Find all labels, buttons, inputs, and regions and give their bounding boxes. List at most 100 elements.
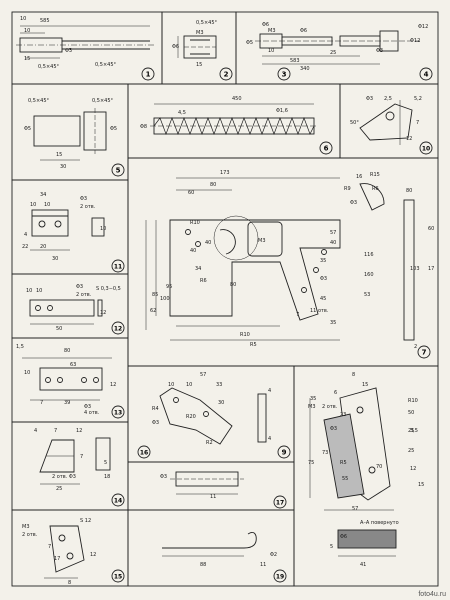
dimension-label: 12 bbox=[76, 428, 82, 434]
dimension-label: 50° bbox=[350, 120, 359, 126]
dimension-label: 33 bbox=[216, 382, 222, 388]
dimension-label: M3 bbox=[308, 404, 316, 410]
dimension-label: 6 bbox=[334, 390, 337, 396]
dimension-label: R2 bbox=[206, 440, 213, 446]
dimension-label: 12 bbox=[110, 382, 116, 388]
dimension-label: 10 bbox=[168, 382, 174, 388]
part-15-drawing bbox=[44, 525, 85, 579]
dimension-label: 5 bbox=[104, 460, 107, 466]
part-17-drawing bbox=[170, 471, 244, 495]
dimension-label: Φ5 bbox=[246, 40, 253, 46]
dimension-label: Φ3 bbox=[160, 474, 167, 480]
dimension-label: 4 bbox=[24, 232, 27, 238]
dimension-label: 4 bbox=[268, 436, 271, 442]
dimension-label: Φ12 bbox=[410, 38, 420, 44]
part-1-drawing bbox=[16, 25, 154, 59]
dimension-label: Φ2 bbox=[270, 552, 277, 558]
dimension-label: 12 bbox=[410, 466, 416, 472]
dimension-label: 34 bbox=[40, 192, 46, 198]
dimension-label: 20 bbox=[40, 244, 46, 250]
dimension-label: R10 bbox=[408, 398, 418, 404]
dimension-label: 0,5×45° bbox=[92, 98, 114, 104]
dimension-label: Φ3 bbox=[330, 426, 337, 432]
svg-text:5: 5 bbox=[116, 167, 121, 175]
dimension-label: 7 bbox=[48, 544, 51, 550]
dimension-label: А–А повернуто bbox=[360, 520, 399, 526]
svg-text:9: 9 bbox=[282, 449, 287, 457]
dimension-label: R6 bbox=[200, 278, 207, 284]
dimension-label: 25 bbox=[330, 50, 336, 56]
svg-text:15: 15 bbox=[114, 574, 122, 581]
dimension-label: R5 bbox=[340, 460, 347, 466]
part-13-drawing bbox=[22, 357, 112, 401]
dimension-label: 340 bbox=[300, 66, 310, 72]
dimension-label: R6 bbox=[372, 186, 379, 192]
dimension-label: 75 bbox=[308, 460, 314, 466]
dimension-label: 4,5 bbox=[178, 110, 186, 116]
dimension-label: Φ3 bbox=[350, 200, 357, 206]
svg-text:7: 7 bbox=[422, 349, 427, 357]
dimension-label: 10 bbox=[44, 202, 50, 208]
dimension-label: 50 bbox=[56, 326, 62, 332]
dimension-label: Φ12 bbox=[418, 24, 428, 30]
part-11-drawing bbox=[30, 209, 105, 251]
dimension-label: R4 bbox=[152, 406, 159, 412]
dimension-label: 34 bbox=[195, 266, 201, 272]
part-6-spring bbox=[150, 103, 318, 135]
dimension-label: 2 отв. bbox=[322, 404, 338, 410]
dimension-label: 62 bbox=[150, 308, 156, 314]
dimension-label: 0,5×45° bbox=[95, 62, 117, 68]
dimension-label: Φ6 bbox=[300, 28, 307, 34]
part-5-drawing bbox=[33, 108, 107, 161]
svg-text:16: 16 bbox=[140, 450, 148, 457]
dimension-label: R10 bbox=[240, 332, 250, 338]
dimension-label: 55 bbox=[342, 476, 348, 482]
svg-text:4: 4 bbox=[424, 71, 429, 79]
part-18-drawing bbox=[337, 529, 397, 557]
dimension-label: 40 bbox=[205, 240, 211, 246]
dimension-label: 17 bbox=[54, 556, 60, 562]
dimension-label: 30 bbox=[218, 400, 224, 406]
dimension-label: 3,5 bbox=[410, 428, 418, 434]
part-number-9: 9 bbox=[277, 445, 291, 459]
dimension-label: 2 отв. bbox=[80, 204, 96, 210]
dimension-label: M3 bbox=[22, 524, 30, 530]
dimension-label: 15 bbox=[24, 56, 30, 62]
dimension-label: R5 bbox=[250, 342, 257, 348]
svg-text:19: 19 bbox=[276, 574, 284, 581]
dimension-label: R20 bbox=[186, 414, 196, 420]
dimension-label: 80 bbox=[210, 182, 216, 188]
dimension-label: 12 bbox=[100, 310, 106, 316]
part-number-19: 19 bbox=[273, 569, 287, 583]
dimension-label: 4 bbox=[268, 388, 271, 394]
dimension-label: 7 bbox=[80, 454, 83, 460]
dimension-labels: 5851015Φ30,5×45°0,5×45°100,5×45°M3Φ615Φ6… bbox=[16, 16, 434, 586]
dimension-label: 16 bbox=[356, 174, 362, 180]
dimension-label: 57 bbox=[352, 506, 358, 512]
dimension-label: Φ6 bbox=[340, 534, 347, 540]
dimension-label: 53 bbox=[364, 292, 370, 298]
dimension-label: 12 bbox=[406, 136, 412, 142]
dimension-label: 5,2 bbox=[414, 96, 422, 102]
part-number-15: 15 bbox=[111, 569, 125, 583]
part-number-14: 14 bbox=[111, 493, 125, 507]
dimension-label: R15 bbox=[370, 172, 380, 178]
dimension-label: 73 bbox=[322, 450, 328, 456]
part-number-12: 12 bbox=[111, 321, 125, 335]
svg-text:14: 14 bbox=[114, 498, 122, 505]
dimension-label: 15 bbox=[196, 62, 202, 68]
dimension-label: 15 bbox=[362, 382, 368, 388]
svg-text:11: 11 bbox=[114, 264, 122, 271]
watermark: foto4u.ru bbox=[418, 591, 446, 598]
svg-text:2: 2 bbox=[224, 71, 229, 79]
dimension-label: 35 bbox=[320, 258, 326, 264]
dimension-label: 2 отв. Φ3 bbox=[52, 474, 76, 480]
dimension-label: 40 bbox=[330, 240, 336, 246]
dimension-label: 18 bbox=[104, 474, 110, 480]
dimension-label: 10 bbox=[186, 382, 192, 388]
dimension-label: 8 bbox=[352, 372, 355, 378]
part-7-drawing bbox=[145, 177, 415, 341]
dimension-label: 11 отв. bbox=[310, 308, 329, 314]
dimension-label: 8 bbox=[68, 580, 71, 586]
part-14-drawing bbox=[39, 437, 111, 485]
